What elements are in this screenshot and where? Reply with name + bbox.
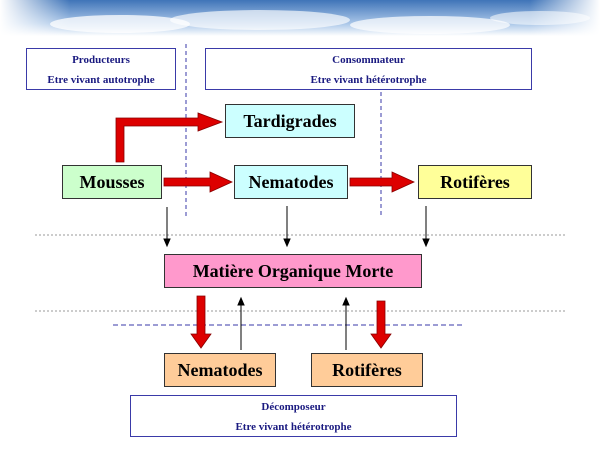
- node-nematodes-decomposeur: Nematodes: [164, 353, 276, 387]
- consommateur-title: Consommateur: [332, 54, 405, 66]
- sky-banner: [0, 0, 600, 36]
- node-mousses: Mousses: [62, 165, 162, 199]
- arrow-matiere-rotiferes: [370, 300, 392, 349]
- arrows-to-dead-matter: [163, 206, 430, 248]
- arrows-to-matiere: [237, 296, 350, 350]
- arrow-mousses-nematodes: [163, 171, 233, 193]
- producteurs-box: Producteurs Etre vivant autotrophe: [26, 48, 176, 90]
- consommateur-box: Consommateur Etre vivant hétérotrophe: [205, 48, 532, 90]
- node-tardigrades: Tardigrades: [225, 104, 355, 138]
- arrow-mousses-tardigrades: [115, 112, 224, 163]
- decomposeur-box: Décomposeur Etre vivant hétérotrophe: [130, 395, 457, 437]
- producteurs-subtitle: Etre vivant autotrophe: [47, 74, 155, 86]
- consommateur-subtitle: Etre vivant hétérotrophe: [310, 74, 427, 86]
- arrow-nematodes-rotiferes: [349, 171, 415, 193]
- arrow-matiere-nematodes: [190, 295, 212, 349]
- node-nematodes: Nematodes: [234, 165, 348, 199]
- producteurs-title: Producteurs: [72, 54, 130, 66]
- decomposeur-title: Décomposeur: [261, 401, 326, 413]
- node-rotiferes: Rotifères: [418, 165, 532, 199]
- decomposeur-subtitle: Etre vivant hétérotrophe: [235, 421, 352, 433]
- node-rotiferes-decomposeur: Rotifères: [311, 353, 423, 387]
- node-matiere-organique-morte: Matière Organique Morte: [164, 254, 422, 288]
